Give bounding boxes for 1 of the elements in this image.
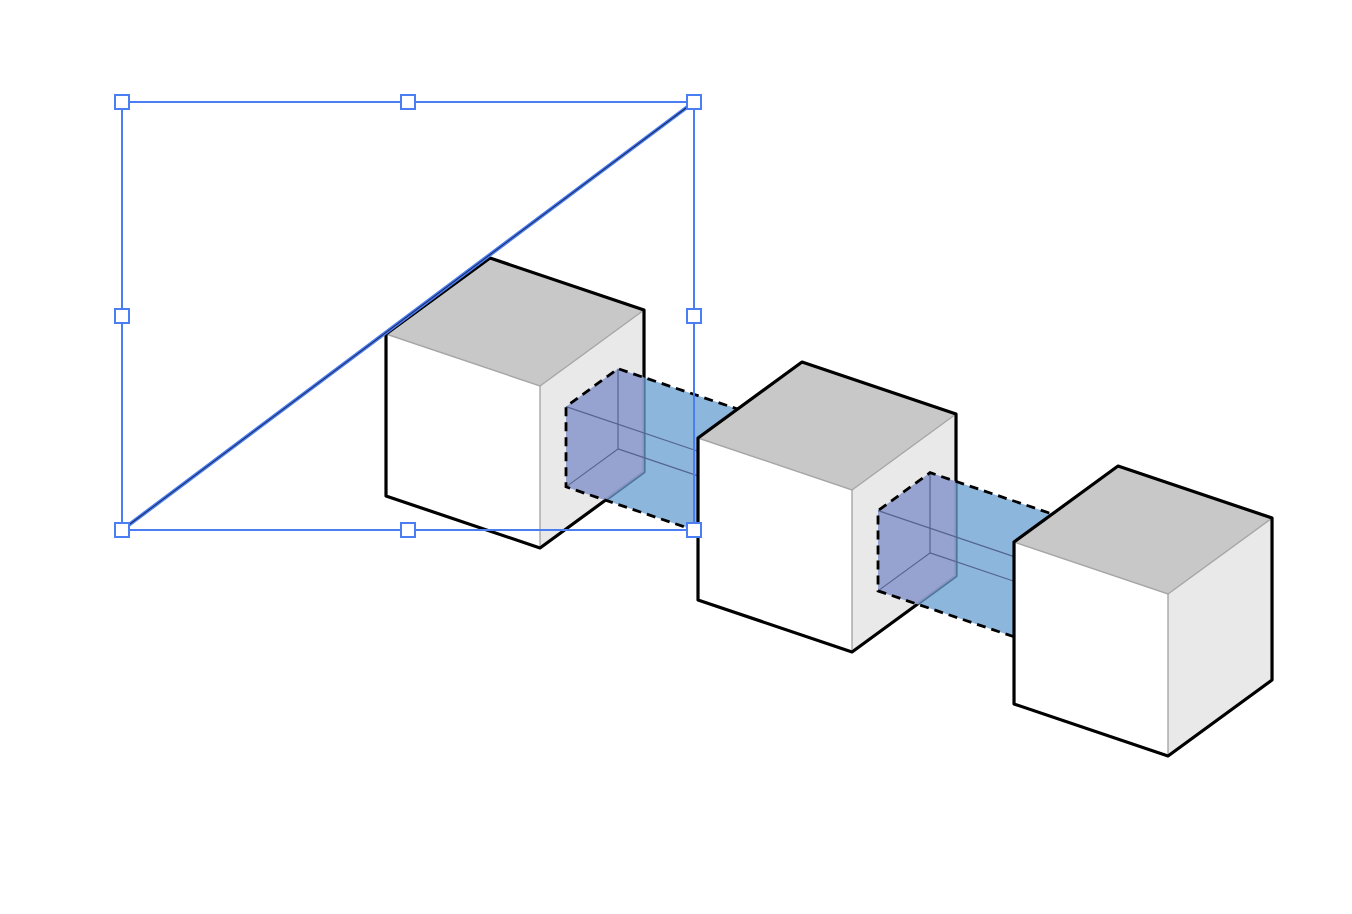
cube (1012, 464, 1274, 758)
